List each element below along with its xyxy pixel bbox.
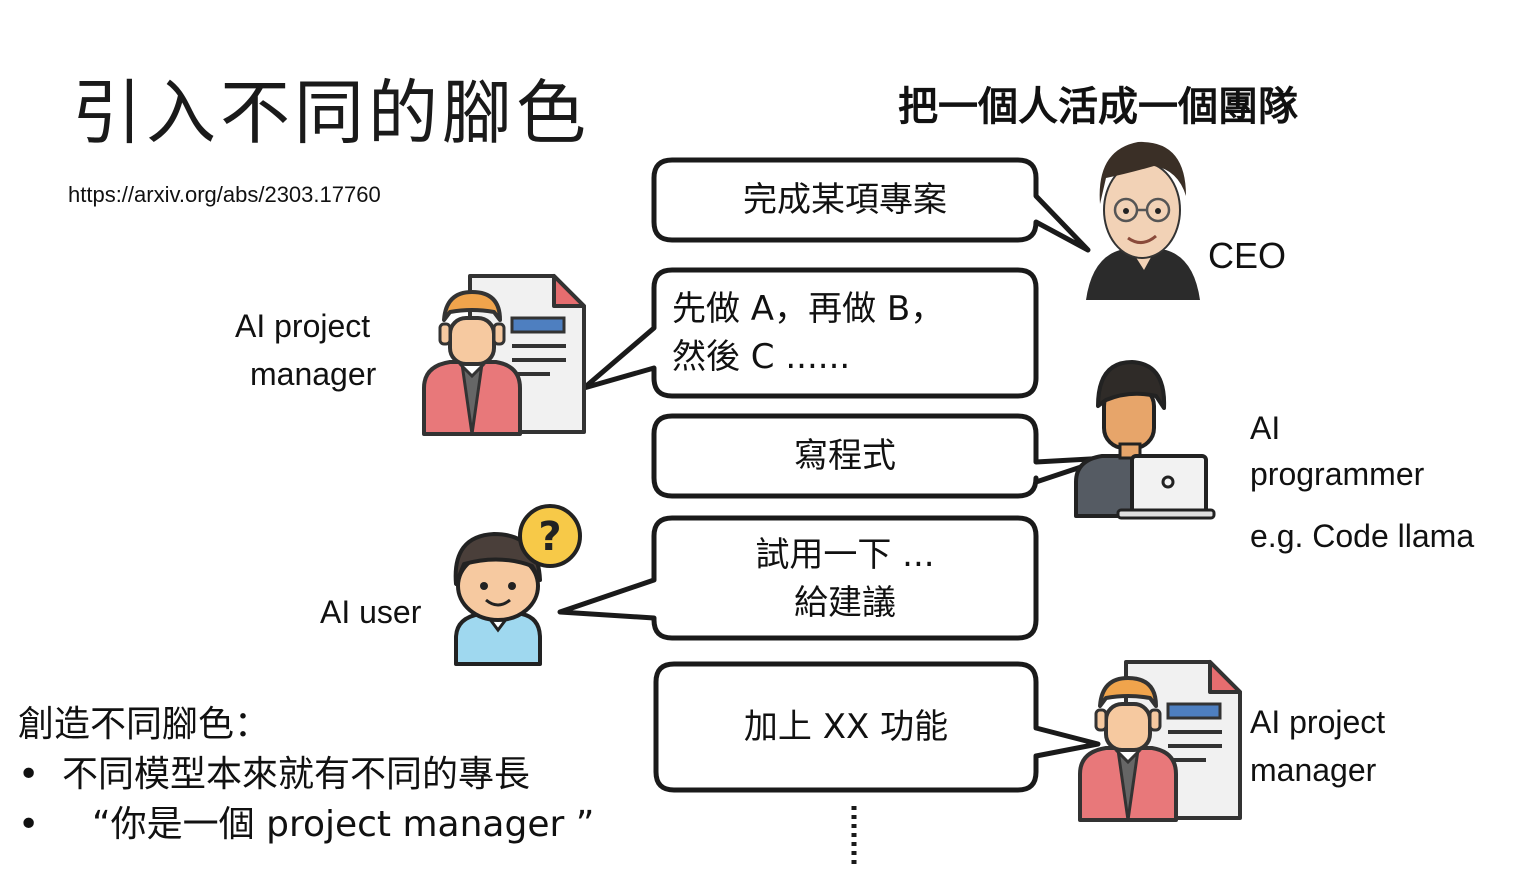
programmer-label-line2: programmer	[1250, 456, 1425, 492]
slide-subtitle: 把一個人活成一個團隊	[898, 84, 1298, 130]
user-speech-bubble	[557, 515, 1039, 641]
programmer-bubble-text: 寫程式	[794, 436, 896, 476]
pm2-bubble-text: 加上 XX 功能	[743, 707, 949, 747]
user-bubble-text-line2: 給建議	[794, 583, 896, 623]
notes-block: 創造不同腳色： • 不同模型本來就有不同的專長 • “你是一個 project ma…	[18, 700, 594, 850]
programmer-with-laptop-icon	[1074, 360, 1216, 520]
manager-with-document-icon-right	[1078, 660, 1242, 822]
programmer-speech-bubble	[651, 413, 1111, 499]
pm-right-label-line2: manager	[1250, 752, 1377, 788]
ceo-speech-bubble	[651, 157, 1091, 253]
user-label: AI user	[320, 594, 422, 630]
user-bubble-text-line1: 試用一下 ...	[755, 535, 935, 575]
notes-heading: 創造不同腳色：	[18, 704, 271, 745]
slide-title: 引入不同的腳色	[72, 72, 590, 154]
paper-url: https://arxiv.org/abs/2303.17760	[68, 182, 381, 207]
pm2-speech-bubble	[653, 661, 1101, 793]
notes-item-text: 不同模型本來就有不同的專長	[62, 754, 531, 795]
bullet-icon: •	[18, 804, 40, 845]
ceo-label: CEO	[1208, 235, 1287, 276]
notes-item: • 不同模型本來就有不同的專長	[18, 750, 594, 800]
manager-with-document-icon	[422, 274, 586, 436]
pm-bubble-text-line2: 然後 C ......	[672, 337, 851, 377]
pm-left-label-line1: AI project	[235, 308, 371, 344]
programmer-label-line1: AI	[1250, 410, 1281, 446]
question-mark-icon: ?	[538, 514, 561, 560]
programmer-example-label: e.g. Code llama	[1250, 518, 1475, 554]
pm-bubble-text-line1: 先做 A，再做 B，	[672, 289, 945, 329]
ceo-bubble-text: 完成某項專案	[743, 180, 947, 220]
notes-item-text: “你是一個 project manager ”	[92, 804, 595, 845]
confused-user-with-question-mark-icon: ?	[453, 504, 582, 666]
pm-speech-bubble	[581, 267, 1039, 399]
man-with-glasses-avatar-icon	[1086, 141, 1200, 300]
notes-item: • “你是一個 project manager ”	[18, 800, 594, 850]
pm-right-label-line1: AI project	[1250, 704, 1386, 740]
bullet-icon: •	[18, 754, 40, 795]
pm-left-label-line2: manager	[250, 356, 377, 392]
